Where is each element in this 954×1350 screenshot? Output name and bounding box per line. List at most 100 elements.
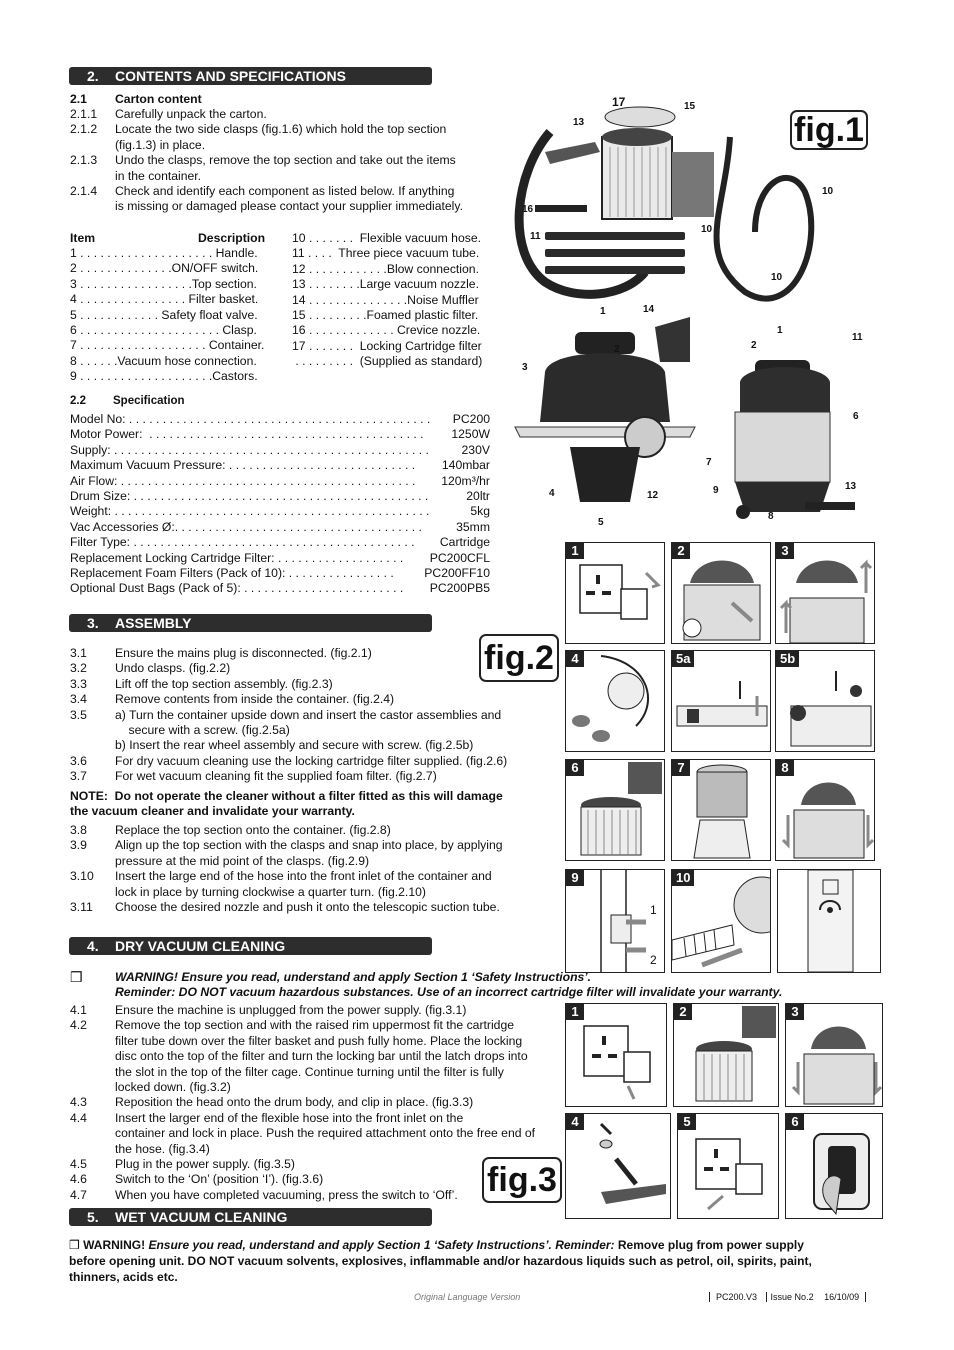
cartridge-filter-graphic <box>601 136 673 220</box>
panel-number: 2 <box>674 1004 692 1020</box>
step-text: is missing or damaged please contact you… <box>115 199 463 214</box>
fig3-panel-6: 6 <box>785 1113 883 1219</box>
callout-3: 3 <box>522 362 528 373</box>
vacuum-clasp-icon <box>682 560 761 641</box>
spec-value: Cartridge <box>437 535 490 550</box>
nozzle-graphic <box>545 142 600 164</box>
note-line: the vacuum cleaner and invalidate your w… <box>70 804 355 819</box>
step-number: 3.3 <box>70 676 87 691</box>
callout-2: 2 <box>614 344 620 355</box>
step-number: 2.1.4 <box>70 184 98 198</box>
foam-filter-icon <box>693 764 751 859</box>
step-number: 3.8 <box>70 823 87 837</box>
step-number: 2.1.3 <box>70 153 98 168</box>
clasp-snap-icon <box>600 870 646 972</box>
item-row: 3 . . . . . . . . . . . . . . . . .Top s… <box>70 276 257 291</box>
attachment-icon <box>599 1122 666 1204</box>
fig2-panel-3: 3 <box>775 542 875 644</box>
step-label: 2 <box>650 953 657 967</box>
spec-label: Maximum Vacuum Pressure: . . . . . . . .… <box>70 458 416 473</box>
step-text: Insert the larger end of the flexible ho… <box>115 1110 464 1125</box>
panel-number: 3 <box>776 543 794 559</box>
item-row: 15 . . . . . . . . .Foamed plastic filte… <box>292 308 479 322</box>
item-row: 9 . . . . . . . . . . . . . . . . . . . … <box>70 369 258 384</box>
item-row: 10 . . . . . . . Flexible vacuum hose. <box>292 231 481 245</box>
items-header-description: Description <box>198 231 266 245</box>
spec-value: 1250W <box>449 427 490 442</box>
panel-number: 4 <box>566 651 584 667</box>
section-title: DRY VACUUM CLEANING <box>115 938 286 954</box>
replace-head-icon <box>791 1026 882 1105</box>
step-text: a) Turn the container upside down and in… <box>115 707 502 722</box>
fig3-panel-1: 1 <box>565 1003 667 1107</box>
locking-disc-graphic <box>604 106 676 128</box>
step-text: disc onto the top of the filter and turn… <box>115 1049 528 1064</box>
section-number: 5. <box>87 1209 99 1225</box>
lift-top-icon <box>779 559 873 643</box>
step-text: Reposition the head onto the drum body, … <box>115 1095 474 1110</box>
spec-value: 20ltr <box>464 489 490 503</box>
panel-number: 1 <box>566 1004 584 1020</box>
foam-filter-graphic <box>672 152 714 217</box>
fig2-panel-2: 2 <box>671 542 771 644</box>
section-2-header: 2. CONTENTS AND SPECIFICATIONS <box>69 67 432 85</box>
step-number: 3.1 <box>70 646 87 660</box>
warning-line: WARNING! Ensure you read, understand and… <box>115 970 592 984</box>
rear-wheel-icon <box>790 671 872 747</box>
section-number: 4. <box>87 938 99 954</box>
step-number: 3.5 <box>70 707 87 722</box>
section-number: 3. <box>87 615 99 631</box>
step-text: Replace the top section onto the contain… <box>115 823 391 837</box>
power-switch-icon <box>813 1133 870 1216</box>
callout-11: 11 <box>530 231 541 242</box>
step-text: Check and identify each component as lis… <box>115 184 455 198</box>
warning-line: Reminder: DO NOT vacuum hazardous substa… <box>115 985 783 1000</box>
spec-label: Supply: . . . . . . . . . . . . . . . . … <box>70 442 429 457</box>
checkbox-icon: ❒ <box>70 969 83 985</box>
callout-1: 1 <box>600 306 606 317</box>
callout-4: 4 <box>549 488 555 499</box>
spec-row: Filter Type: . . . . . . . . . . . . . .… <box>70 535 490 550</box>
step-text: Remove contents from inside the containe… <box>115 692 395 707</box>
noise-muffler-graphic <box>655 317 690 362</box>
spec-label: Filter Type: . . . . . . . . . . . . . .… <box>70 535 415 550</box>
fig2-panel-5b: 5b <box>775 650 875 752</box>
step-number: 3.6 <box>70 753 87 768</box>
spec-label: Optional Dust Bags (Pack of 5): . . . . … <box>70 581 404 596</box>
callout-8: 8 <box>768 511 774 522</box>
panel-number: 3 <box>786 1004 804 1020</box>
spec-label: Air Flow: . . . . . . . . . . . . . . . … <box>70 473 416 488</box>
fig3-panel-2: 2 <box>673 1003 779 1107</box>
step-text: Remove the top section and with the rais… <box>115 1018 514 1033</box>
footer-issue: Issue No.2 <box>765 1292 814 1302</box>
fig2-panel-6: 6 <box>565 759 665 861</box>
tube-graphic <box>545 266 685 274</box>
panel-number: 4 <box>566 1114 584 1130</box>
step-text: filter tube down over the filter basket … <box>115 1033 523 1048</box>
callout-17: 17 <box>612 95 626 109</box>
section-title: CONTENTS AND SPECIFICATIONS <box>115 68 347 84</box>
step-text: Switch to the ‘On’ (position ‘I’). (fig.… <box>115 1172 324 1187</box>
fig2-panel-1: 1 <box>565 542 665 644</box>
spec-value: 140mbar <box>439 458 490 473</box>
step-text: locked down. (fig.3.2) <box>115 1080 231 1094</box>
step-text: (fig.1.3) in place. <box>115 137 206 152</box>
step-number: 3.2 <box>70 661 87 676</box>
callout-16: 16 <box>522 204 534 215</box>
spec-value: 230V <box>459 442 490 457</box>
spec-row: Maximum Vacuum Pressure: . . . . . . . .… <box>70 458 490 473</box>
section-title: ASSEMBLY <box>115 615 192 631</box>
spec-row: Air Flow: . . . . . . . . . . . . . . . … <box>70 473 490 489</box>
fig3-panel-3: 3 <box>785 1003 883 1107</box>
step-text: Ensure the machine is unplugged from the… <box>115 1003 467 1017</box>
panel-number: 7 <box>672 760 690 776</box>
spec-label: Drum Size: . . . . . . . . . . . . . . .… <box>70 489 429 503</box>
step-text: Undo the clasps, remove the top section … <box>115 153 456 168</box>
panel-number: 6 <box>786 1114 804 1130</box>
item-row: . . . . . . . . . (Supplied as standard) <box>292 354 483 369</box>
step-text: Locate the two side clasps (fig.1.6) whi… <box>115 122 447 137</box>
spec-label: Motor Power: . . . . . . . . . . . . . .… <box>70 427 424 442</box>
section-number: 2. <box>87 68 99 84</box>
fig3-panel-5: 5 <box>677 1113 779 1219</box>
step-number: 4.6 <box>70 1172 87 1187</box>
